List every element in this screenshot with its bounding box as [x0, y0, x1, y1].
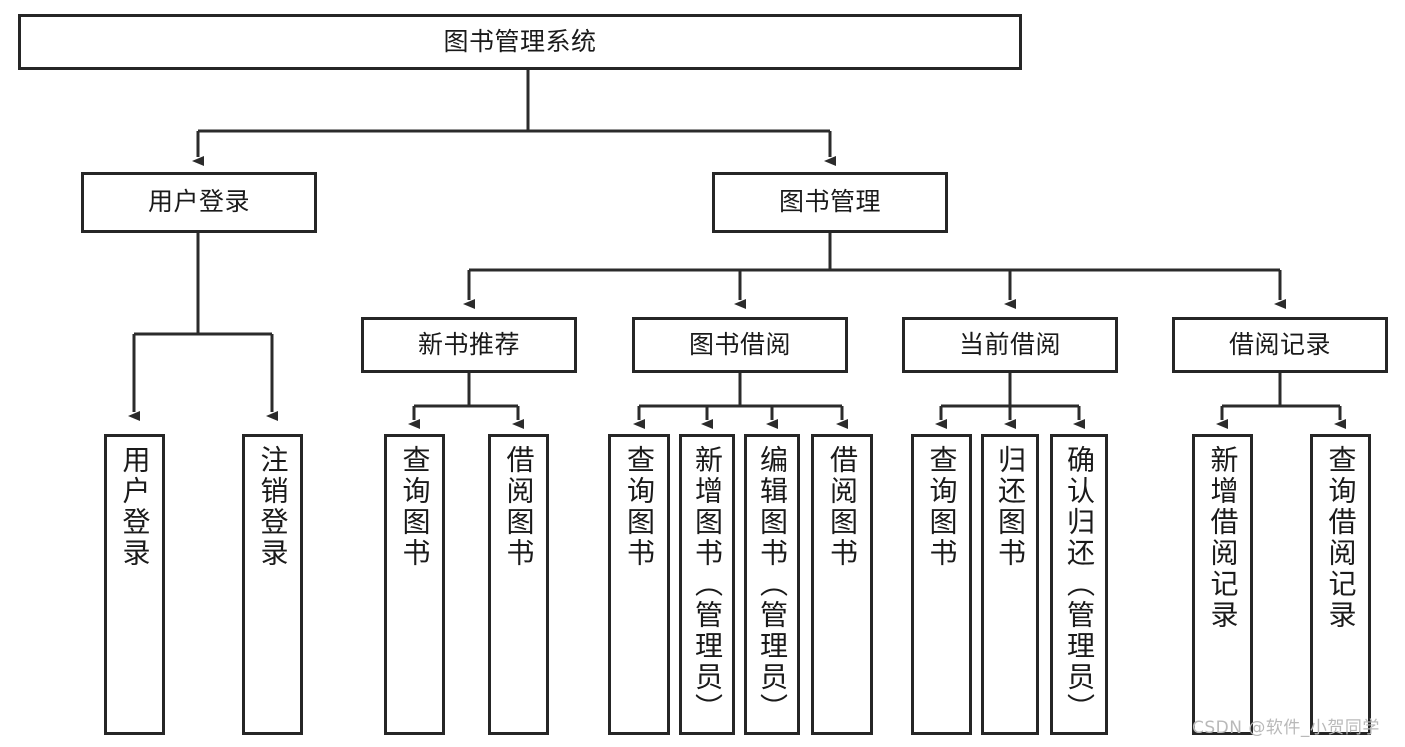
- node-label: 当前借阅: [958, 329, 1061, 359]
- leaf-confirm-return-admin[interactable]: 确认归还（管理员）: [1050, 434, 1108, 735]
- node-label: 查询图书: [623, 445, 656, 569]
- node-label: 借阅图书: [826, 445, 859, 569]
- node-current-borrow[interactable]: 当前借阅: [902, 317, 1118, 373]
- leaf-borrow-book[interactable]: 借阅图书: [811, 434, 873, 735]
- node-label: 新增借阅记录: [1206, 445, 1240, 631]
- leaf-return-book[interactable]: 归还图书: [981, 434, 1039, 735]
- leaf-add-book-admin[interactable]: 新增图书（管理员）: [679, 434, 735, 735]
- node-label: 用户登录: [118, 445, 152, 569]
- node-new-book-recommend[interactable]: 新书推荐: [361, 317, 577, 373]
- node-borrow-record[interactable]: 借阅记录: [1172, 317, 1388, 373]
- node-label: 用户登录: [147, 187, 250, 217]
- node-label: 借阅图书: [502, 445, 536, 569]
- leaf-user-login[interactable]: 用户登录: [104, 434, 165, 735]
- node-label: 查询图书: [398, 445, 432, 569]
- csdn-watermark: CSDN @软件_小贺同学: [1192, 718, 1380, 738]
- leaf-logout[interactable]: 注销登录: [242, 434, 303, 735]
- leaf-borrow-book-recommend[interactable]: 借阅图书: [488, 434, 549, 735]
- leaf-query-book-current[interactable]: 查询图书: [911, 434, 972, 735]
- node-root-system[interactable]: 图书管理系统: [18, 14, 1022, 70]
- node-label: 图书管理: [778, 187, 881, 217]
- node-user-login[interactable]: 用户登录: [81, 172, 317, 233]
- node-label: 编辑图书（管理员）: [756, 445, 789, 724]
- node-book-management[interactable]: 图书管理: [712, 172, 948, 233]
- node-label: 查询图书: [925, 445, 959, 569]
- node-label: 注销登录: [256, 445, 290, 569]
- leaf-query-borrow-record[interactable]: 查询借阅记录: [1310, 434, 1371, 735]
- node-label: 新书推荐: [417, 329, 520, 359]
- node-label: 新增图书（管理员）: [691, 445, 724, 724]
- node-label: 图书借阅: [688, 329, 791, 359]
- node-label: 查询借阅记录: [1324, 445, 1358, 631]
- leaf-query-book-recommend[interactable]: 查询图书: [384, 434, 445, 735]
- leaf-add-borrow-record[interactable]: 新增借阅记录: [1192, 434, 1253, 735]
- leaf-query-book-borrow[interactable]: 查询图书: [608, 434, 670, 735]
- node-label: 归还图书: [994, 445, 1027, 569]
- node-label: 借阅记录: [1228, 329, 1331, 359]
- node-book-borrow[interactable]: 图书借阅: [632, 317, 848, 373]
- leaf-edit-book-admin[interactable]: 编辑图书（管理员）: [744, 434, 800, 735]
- node-label: 确认归还（管理员）: [1063, 445, 1096, 724]
- node-label: 图书管理系统: [443, 26, 597, 56]
